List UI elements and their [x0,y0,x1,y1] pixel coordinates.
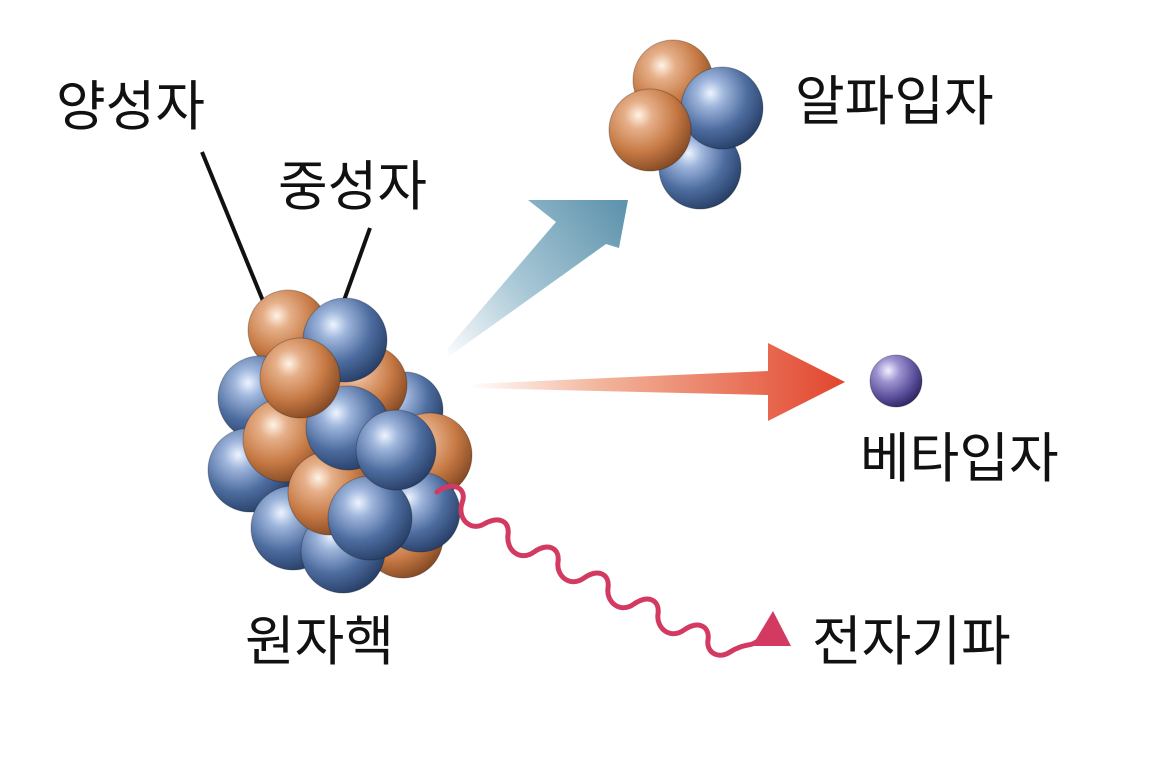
beta-emission-arrow [470,343,845,421]
alpha-label: 알파입자 [795,70,994,133]
em-wave-arrow-head [752,611,791,646]
alpha-particle [608,39,764,210]
proton-label: 양성자 [56,75,206,138]
proton-particle [259,337,341,419]
neutron-label: 중성자 [278,155,428,218]
nucleus [207,289,473,594]
alpha-emission-arrow [447,200,628,358]
em-wave-label: 전자기파 [812,610,1011,673]
proton-particle [608,88,692,172]
proton-leader-line [200,151,272,319]
em-wave [434,483,759,658]
neutron-particle [355,409,437,491]
beta-label: 베타입자 [860,427,1059,490]
neutron-particle [680,66,764,150]
beta-particle [869,354,923,408]
nucleus-label: 원자핵 [245,610,395,673]
